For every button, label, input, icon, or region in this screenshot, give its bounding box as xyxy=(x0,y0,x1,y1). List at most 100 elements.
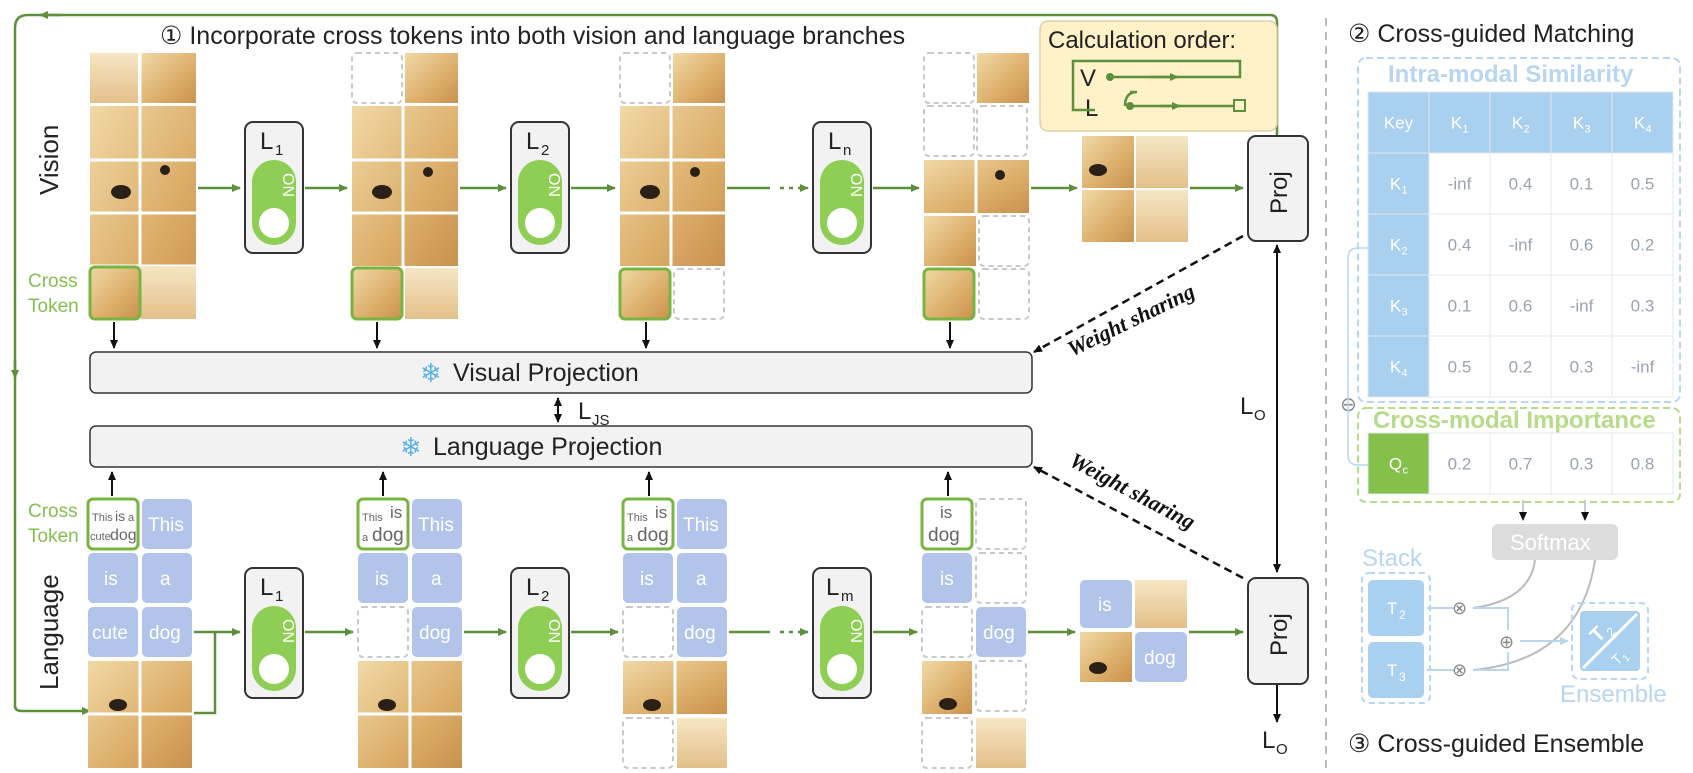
snowflake-icon: ❄ xyxy=(420,359,442,389)
importance-key-sub: c xyxy=(1403,465,1409,477)
token-a: a xyxy=(696,569,707,590)
ct4-b: dog xyxy=(928,525,960,546)
matrix-row-label: K xyxy=(1390,236,1402,255)
importance-cell xyxy=(1428,432,1491,495)
matrix-col-sub: 2 xyxy=(1524,124,1530,136)
matrix-cell xyxy=(1611,335,1674,398)
importance-cell xyxy=(1611,432,1674,495)
matrix-key-label: Key xyxy=(1384,114,1414,133)
language-layer-lm-switch: ON xyxy=(847,619,864,643)
token-is: is xyxy=(940,569,954,590)
weight-sharing-top: Weight sharing xyxy=(1033,234,1244,361)
importance-cell xyxy=(1550,432,1613,495)
feedback-loop-arrow xyxy=(11,11,1279,715)
matrix-cell xyxy=(1611,213,1674,276)
ct4-a: is xyxy=(940,503,952,522)
cross-modal-importance: Cross-modal Importance xyxy=(1357,407,1681,503)
matrix-cell xyxy=(1550,335,1613,398)
importance-key-label: Q xyxy=(1389,455,1402,474)
vision-layer-l1-label: L xyxy=(260,128,273,155)
matrix-cell-value: 0.3 xyxy=(1570,358,1594,377)
language-layer-l2-label: L xyxy=(526,574,539,601)
vision-layer-ln-switch: ON xyxy=(847,173,864,197)
matrix-cell xyxy=(1550,274,1613,337)
token-is: is xyxy=(375,569,389,590)
token-a: a xyxy=(431,569,442,590)
calc-order-title: Calculation order: xyxy=(1048,27,1236,54)
vision-layer-l2-label: L xyxy=(526,128,539,155)
matrix-cell-value: 0.1 xyxy=(1448,297,1472,316)
importance-cell xyxy=(1489,432,1552,495)
matrix-cell xyxy=(1428,213,1491,276)
token-is: is xyxy=(104,569,118,590)
matrix-cell xyxy=(1489,335,1552,398)
vision-layer-l2-sub: 2 xyxy=(541,142,549,159)
ct3-a: This xyxy=(627,512,648,524)
language-layer-lm-label: L xyxy=(826,574,839,601)
matrix-cell-value: 0.3 xyxy=(1631,297,1655,316)
cross-modal-title: Cross-modal Importance xyxy=(1373,407,1656,434)
token-cute: cute xyxy=(92,623,128,644)
token-dog: dog xyxy=(983,623,1015,644)
out-token-is: is xyxy=(1098,595,1112,616)
matrix-row-sub: 3 xyxy=(1402,307,1408,319)
step3-title: ③ Cross-guided Ensemble xyxy=(1348,730,1644,758)
matrix-row-sub: 2 xyxy=(1402,246,1408,258)
ct1-e: dog xyxy=(110,527,137,544)
language-layer-l1-label: L xyxy=(260,574,273,601)
matrix-cell xyxy=(1428,274,1491,337)
lo-label-mid: L xyxy=(1240,393,1253,420)
language-branch-label: Language xyxy=(34,574,64,690)
language-tokens-col3: This is a dog This is a dog xyxy=(621,497,727,769)
lo-sub-mid: O xyxy=(1254,407,1266,424)
vision-patches-col4 xyxy=(923,52,1030,320)
vision-layer-ln-sub: n xyxy=(843,142,851,159)
matrix-col-label: K xyxy=(1573,114,1585,133)
ljs-loss: L JS xyxy=(554,397,610,429)
stack-label: Stack xyxy=(1362,545,1423,572)
vision-cross-token-1 xyxy=(88,265,142,321)
matrix-col-label: K xyxy=(1512,114,1524,133)
language-layer-lm: L m ON xyxy=(812,567,872,699)
matrix-cell-value: 0.6 xyxy=(1509,297,1533,316)
token-this: This xyxy=(148,515,184,536)
token-this: This xyxy=(683,515,719,536)
vision-cross-token-4 xyxy=(922,267,976,321)
language-layer-lm-sub: m xyxy=(841,588,854,605)
matrix-col-sub: 3 xyxy=(1585,124,1591,136)
ljs-sub: JS xyxy=(592,412,610,429)
visual-projection-bar: ❄ Visual Projection xyxy=(89,351,1033,394)
cross-token-label-vision: Cross xyxy=(28,271,78,292)
vision-proj-label: Proj xyxy=(1266,171,1293,214)
language-to-projection-arrows xyxy=(108,471,952,496)
ct3-b: is xyxy=(655,503,667,522)
matrix-col-header xyxy=(1611,91,1674,154)
language-tokens-col1: This is a cute dog This is a cute dog xyxy=(86,497,192,768)
matrix-cell-value: -inf xyxy=(1448,175,1472,194)
matrix-cell-value: 0.2 xyxy=(1631,236,1655,255)
weight-sharing-label-top: Weight sharing xyxy=(1063,278,1198,361)
ct1-d: cute xyxy=(90,531,111,543)
language-tokens-col4: is dog is dog xyxy=(920,497,1027,769)
calc-order-box: Calculation order: V L xyxy=(1039,20,1278,132)
cross-token-label-language-2: Token xyxy=(28,526,79,547)
language-proj-label: Proj xyxy=(1266,613,1293,656)
matrix-cell-value: 0.4 xyxy=(1509,175,1533,194)
vision-proj-box: Proj xyxy=(1247,135,1309,242)
matrix-cell-value: 0.4 xyxy=(1448,236,1472,255)
language-layer-l1-sub: 1 xyxy=(275,588,283,605)
t2-sub: 2 xyxy=(1399,608,1406,622)
token-dog: dog xyxy=(419,623,451,644)
ct2-b: is xyxy=(390,503,402,522)
vision-cross-token-3 xyxy=(618,267,672,321)
vision-layer-ln-label: L xyxy=(828,128,841,155)
vision-branch-label: Vision xyxy=(34,125,64,195)
importance-cell-value: 0.8 xyxy=(1631,455,1655,474)
weight-sharing-bottom: Weight sharing xyxy=(1033,447,1244,580)
t2-label: T xyxy=(1387,599,1397,618)
matrix-col-header xyxy=(1550,91,1613,154)
ct1-c: a xyxy=(128,512,135,524)
matrix-cell-value: 0.6 xyxy=(1570,236,1594,255)
